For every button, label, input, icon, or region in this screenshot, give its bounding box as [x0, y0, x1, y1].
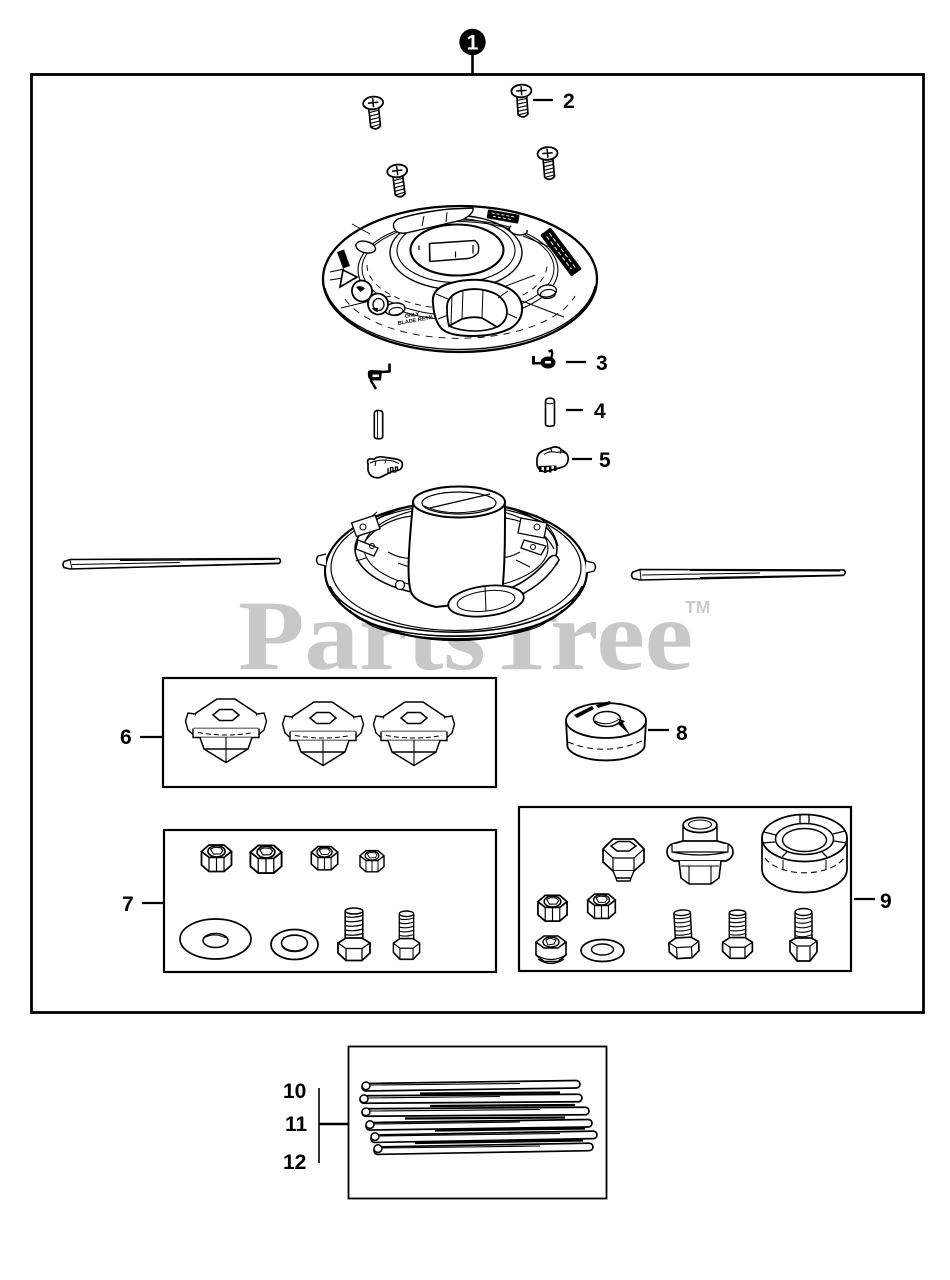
- svg-text:7: 7: [122, 893, 134, 916]
- svg-text:8: 8: [676, 722, 688, 745]
- svg-text:1: 1: [467, 32, 479, 55]
- svg-text:6: 6: [120, 726, 132, 749]
- svg-text:3: 3: [596, 352, 608, 375]
- svg-text:12: 12: [283, 1151, 306, 1174]
- svg-text:10: 10: [283, 1080, 306, 1103]
- svg-text:TM: TM: [685, 597, 710, 617]
- svg-text:9: 9: [880, 890, 892, 913]
- svg-text:11: 11: [285, 1113, 308, 1136]
- svg-text:4: 4: [594, 400, 606, 423]
- svg-text:5: 5: [599, 449, 611, 472]
- svg-text:2: 2: [563, 90, 575, 113]
- svg-text:ONLY: ONLY: [404, 311, 420, 320]
